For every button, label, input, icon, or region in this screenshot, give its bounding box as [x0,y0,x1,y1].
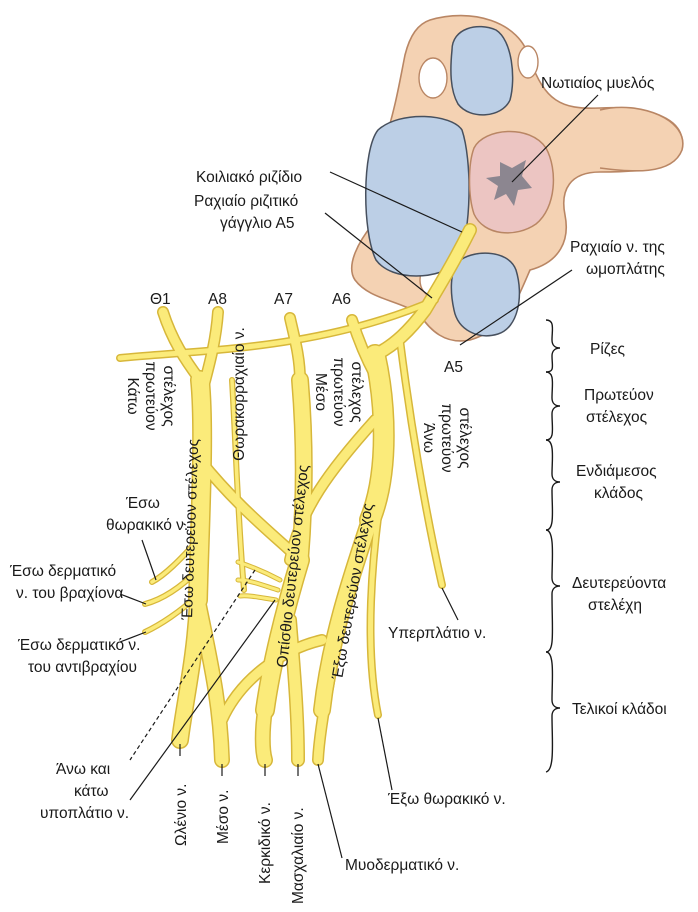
bracket-divisions [546,440,560,530]
label-dorsal-scapular-2: ωμοπλάτης [586,261,665,278]
vertebral-body-lower [451,253,519,336]
label-medial-pectoral-1: Έσω [125,495,160,512]
bracket-cords [546,530,560,652]
bracket-label-trunks-2: στέλεχος [586,409,647,426]
leader-medial-cut-arm [120,594,146,604]
rib-facet [600,107,683,171]
label-medial-cut-forearm-2: του αντιβραχίου [28,659,137,676]
bracket-label-cords-1: Δευτερεύοντα [572,575,666,592]
foramen-upper [419,58,447,98]
label-lateral-pectoral: Έξω θωρακικό ν. [387,791,506,808]
label-median: Μέσο ν. [215,790,232,844]
label-axillary: Μασχαλιαίο ν. [290,807,307,904]
label-ulnar: Ωλένιο ν. [173,784,190,846]
vertebral-body-upper [451,27,513,115]
label-suprascapular: Υπερπλάτιο ν. [388,625,486,642]
level-brackets [546,320,560,772]
label-root-c8: Α8 [208,291,227,308]
leader-medial-pectoral [142,540,156,580]
label-root-t1: Θ1 [150,291,171,308]
bracket-label-branches: Τελικοί κλάδοι [572,701,667,718]
bracket-label-roots: Ρίζες [590,341,625,358]
label-middle-trunk-1: Μέσο [312,373,329,411]
bracket-label-divisions-2: κλάδος [594,485,643,502]
label-upper-trunk-2: πρωτεύον [438,403,455,473]
label-root-c6: Α6 [332,291,351,308]
label-subscapular-2: κάτω [74,783,109,800]
label-lower-trunk-3: στέλεχος [160,365,177,426]
label-upper-trunk-1: Άνω [420,423,437,453]
bracket-label-cords-2: στελέχη [588,597,642,614]
label-musculocutaneous: Μυοδερματικό ν. [345,857,459,874]
label-spinal-cord: Νωτιαίος μυελός [541,75,654,92]
label-middle-trunk-3: στέλεχος [348,361,365,422]
leader-lateral-pectoral [378,718,392,790]
label-middle-trunk-2: πρωτεύον [330,357,347,427]
label-medial-cut-forearm-1: Έσω δερματικό ν. [17,637,141,654]
label-subscapular-1: Άνω και [56,761,110,778]
label-radial: Κερκιδικό ν. [257,802,274,884]
label-root-c5: Α5 [444,359,463,376]
leader-musculocutaneous [318,764,342,858]
bracket-trunks [546,372,560,440]
label-medial-cut-arm-2: ν. του βραχίονα [16,585,123,602]
label-dorsal-scapular-1: Ραχιαίο ν. της [570,239,665,256]
label-dorsal-ganglion-1: Ραχιαίο ριζιτικό [194,193,298,210]
bracket-roots [546,320,560,372]
label-medial-cut-arm-1: Έσω δερματικό [9,563,116,580]
label-long-thoracic: Θωρακορραχιαίο ν. [231,327,248,461]
leader-suprascapular [442,588,458,620]
vertebra [352,16,683,341]
label-root-c7: Α7 [274,291,293,308]
label-dorsal-ganglion-2: γάγγλιο Α5 [220,215,294,232]
label-medial-pectoral-2: θωρακικό ν. [106,517,188,534]
bracket-branches [546,652,560,772]
label-lower-trunk-2: πρωτεύον [142,361,159,431]
labels: Νωτιαίος μυελός Κοιλιακό ριζίδιο Ραχιαίο… [9,75,667,904]
bracket-label-divisions-1: Ενδιάμεσος [576,463,657,480]
label-ventral-root: Κοιλιακό ριζίδιο [196,169,302,186]
foramen-right [518,46,538,78]
label-subscapular-3: υποπλάτιο ν. [40,805,129,822]
bracket-label-trunks-1: Πρωτεύον [584,387,654,404]
label-lower-trunk-1: Κάτω [124,377,141,414]
label-upper-trunk-3: στέλεχος [456,407,473,468]
